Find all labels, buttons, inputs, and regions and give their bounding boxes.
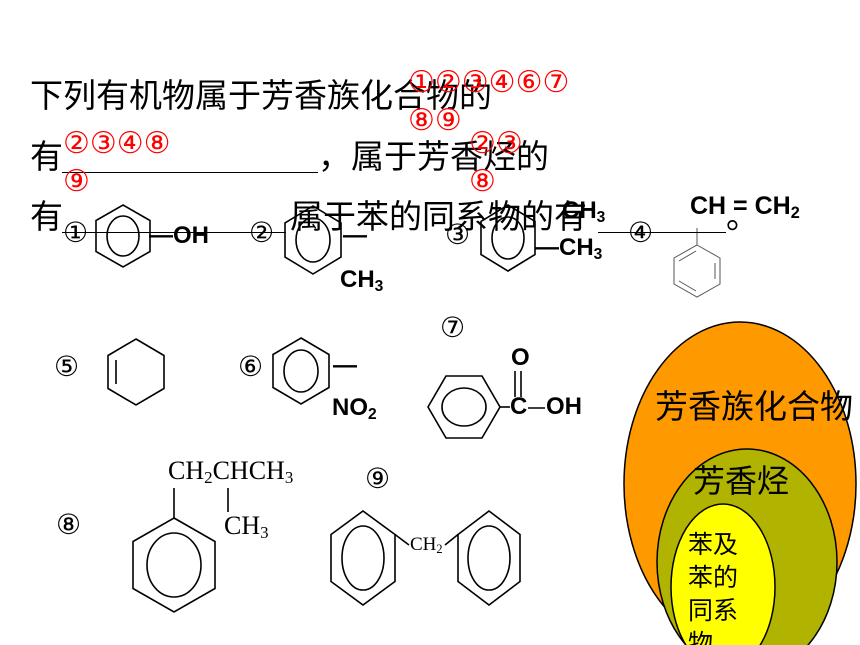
benzene-homologues-ellipse	[670, 503, 776, 645]
compound-2-bond: —	[343, 222, 367, 249]
chain-subscript: 3	[284, 468, 294, 488]
compound-3-top-methyl-group: CH3	[562, 197, 606, 226]
question-line-3-middle: 属于苯的同系物的有	[290, 197, 587, 236]
group-subscript: 3	[593, 245, 603, 263]
question-line-1: 下列有机物属于芳香族化合物的	[30, 76, 492, 115]
compound-8-number: ⑧	[56, 508, 82, 541]
benzene-ring	[480, 204, 536, 272]
compound-7-number: ⑦	[440, 311, 466, 344]
group-subscript: 3	[260, 523, 269, 543]
benzene-homologues-label: 苯及苯的同系物	[688, 530, 739, 645]
group-text: CH	[224, 511, 261, 540]
benzene-ring	[284, 205, 342, 275]
benzene-ring	[673, 244, 721, 298]
benzene-ring	[95, 204, 151, 268]
compound-6-number: ⑥	[238, 350, 264, 383]
compound-6-structure	[272, 337, 330, 405]
compound-9-number: ⑨	[365, 462, 391, 495]
bond-line	[394, 533, 410, 546]
group-subscript: 3	[596, 208, 606, 226]
group-subscript: 2	[368, 405, 377, 423]
benzene-ring	[132, 517, 216, 613]
benzene-ring-left	[330, 510, 396, 606]
group-text: NO	[332, 394, 368, 421]
cyclohexene-ring	[107, 338, 165, 406]
group-text: CH = CH	[690, 192, 791, 220]
chain-text: CH	[168, 456, 205, 485]
aromatic-ring-circle	[467, 525, 511, 591]
compound-4-number: ④	[628, 216, 654, 249]
answer-blank-1	[62, 140, 318, 173]
compound-5-structure	[107, 338, 165, 406]
aromatic-ring-circle	[341, 525, 385, 591]
question-line-3-start: 有	[30, 197, 63, 236]
question-line-3-end: 。	[726, 197, 759, 236]
compound-3-number: ③	[445, 218, 471, 251]
group-subscript: 3	[374, 277, 384, 295]
compound-4-structure	[673, 228, 721, 298]
compound-8-side-chain: CH2CHCH3	[168, 456, 294, 488]
benzene-ring	[427, 375, 501, 439]
question-line-2-end: ，属于芳香烃的	[318, 137, 549, 176]
compound-3-structure	[480, 204, 536, 272]
compound-1-hydroxyl-group: —OH	[149, 222, 209, 249]
aromatic-compounds-label: 芳香族化合物	[655, 387, 853, 426]
aromatic-ring-circle	[295, 217, 331, 263]
answer-first-line-1: ①②③④⑥⑦	[408, 65, 570, 100]
aromatic-hydrocarbons-label: 芳香烃	[693, 462, 790, 500]
group-subscript: 2	[436, 542, 443, 557]
answer-blank-3	[598, 200, 726, 233]
group-text: —CH	[535, 234, 594, 261]
compound-7-hydroxyl: OH	[546, 393, 582, 420]
compound-7-carboxyl-carbon: C	[510, 393, 528, 420]
question-line-2-start: 有	[30, 137, 63, 176]
answer-third-line-2: ⑧	[469, 164, 496, 199]
compound-5-number: ⑤	[54, 350, 80, 383]
double-bond-line	[678, 250, 697, 262]
group-text: CH	[340, 266, 375, 293]
compound-4-vinyl-group: CH = CH2	[690, 192, 800, 223]
group-subscript: 2	[790, 204, 800, 223]
aromatic-ring-circle	[283, 349, 319, 393]
chain-text: CHCH	[212, 456, 285, 485]
compound-3-side-methyl-group: —CH3	[535, 234, 603, 263]
compound-7-structure	[427, 371, 545, 439]
answer-blank-2	[62, 200, 286, 233]
answer-third-line-1: ②③	[469, 126, 523, 161]
compound-9-structure	[330, 509, 521, 607]
answer-first-line-2: ⑧⑨	[408, 103, 462, 138]
answer-second-line-2: ⑨	[63, 164, 90, 199]
aromatic-ring-circle	[441, 387, 487, 427]
classification-diagram	[623, 321, 857, 645]
compound-6-bond: —	[333, 352, 357, 379]
compound-9-methylene-bridge: CH2	[410, 534, 443, 557]
aromatic-ring-circle	[146, 532, 202, 598]
compound-7-carbonyl-oxygen: O	[511, 344, 530, 371]
compound-8-branch-methyl: CH3	[224, 511, 269, 543]
compound-2-structure	[284, 205, 342, 275]
chain-subscript: 2	[204, 468, 213, 488]
group-text: CH	[410, 534, 437, 555]
compound-2-number: ②	[249, 216, 275, 249]
aromatic-ring-circle	[106, 215, 140, 257]
group-text: CH	[562, 197, 597, 224]
benzene-ring	[272, 337, 330, 405]
compound-8-structure	[132, 488, 229, 613]
compound-1-number: ①	[63, 216, 89, 249]
compound-6-nitro-group: NO2	[332, 394, 377, 423]
answer-second-line-1: ②③④⑧	[63, 126, 171, 161]
double-bond-line	[678, 280, 697, 292]
bond-line	[444, 533, 459, 546]
aromatic-ring-circle	[491, 216, 525, 260]
compound-2-methyl-group: CH3	[340, 266, 384, 295]
compound-1-structure	[95, 204, 151, 268]
